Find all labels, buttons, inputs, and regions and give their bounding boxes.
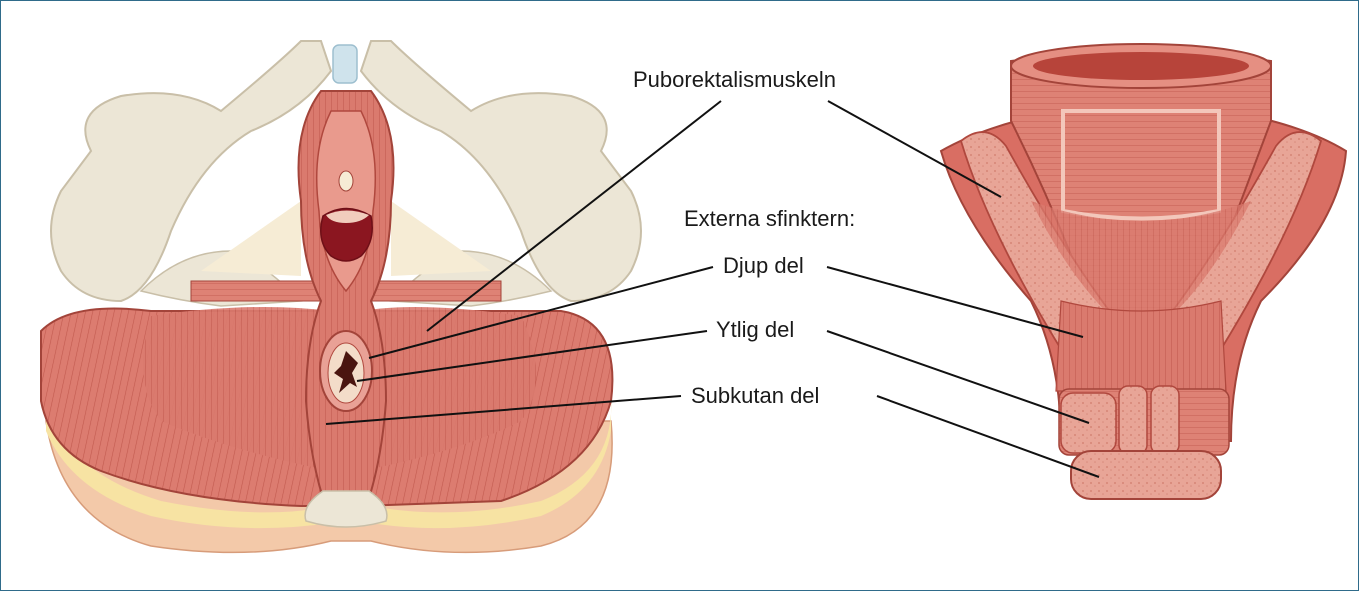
label-deep-part: Djup del bbox=[723, 253, 804, 279]
sphincter-complex-illustration bbox=[941, 44, 1346, 499]
label-external-sphincter-heading: Externa sfinktern: bbox=[684, 206, 855, 232]
pelvic-floor-illustration bbox=[41, 41, 641, 552]
label-subcutaneous-part: Subkutan del bbox=[691, 383, 819, 409]
label-puborectalis: Puborektalismuskeln bbox=[633, 67, 836, 93]
label-superficial-part: Ytlig del bbox=[716, 317, 794, 343]
